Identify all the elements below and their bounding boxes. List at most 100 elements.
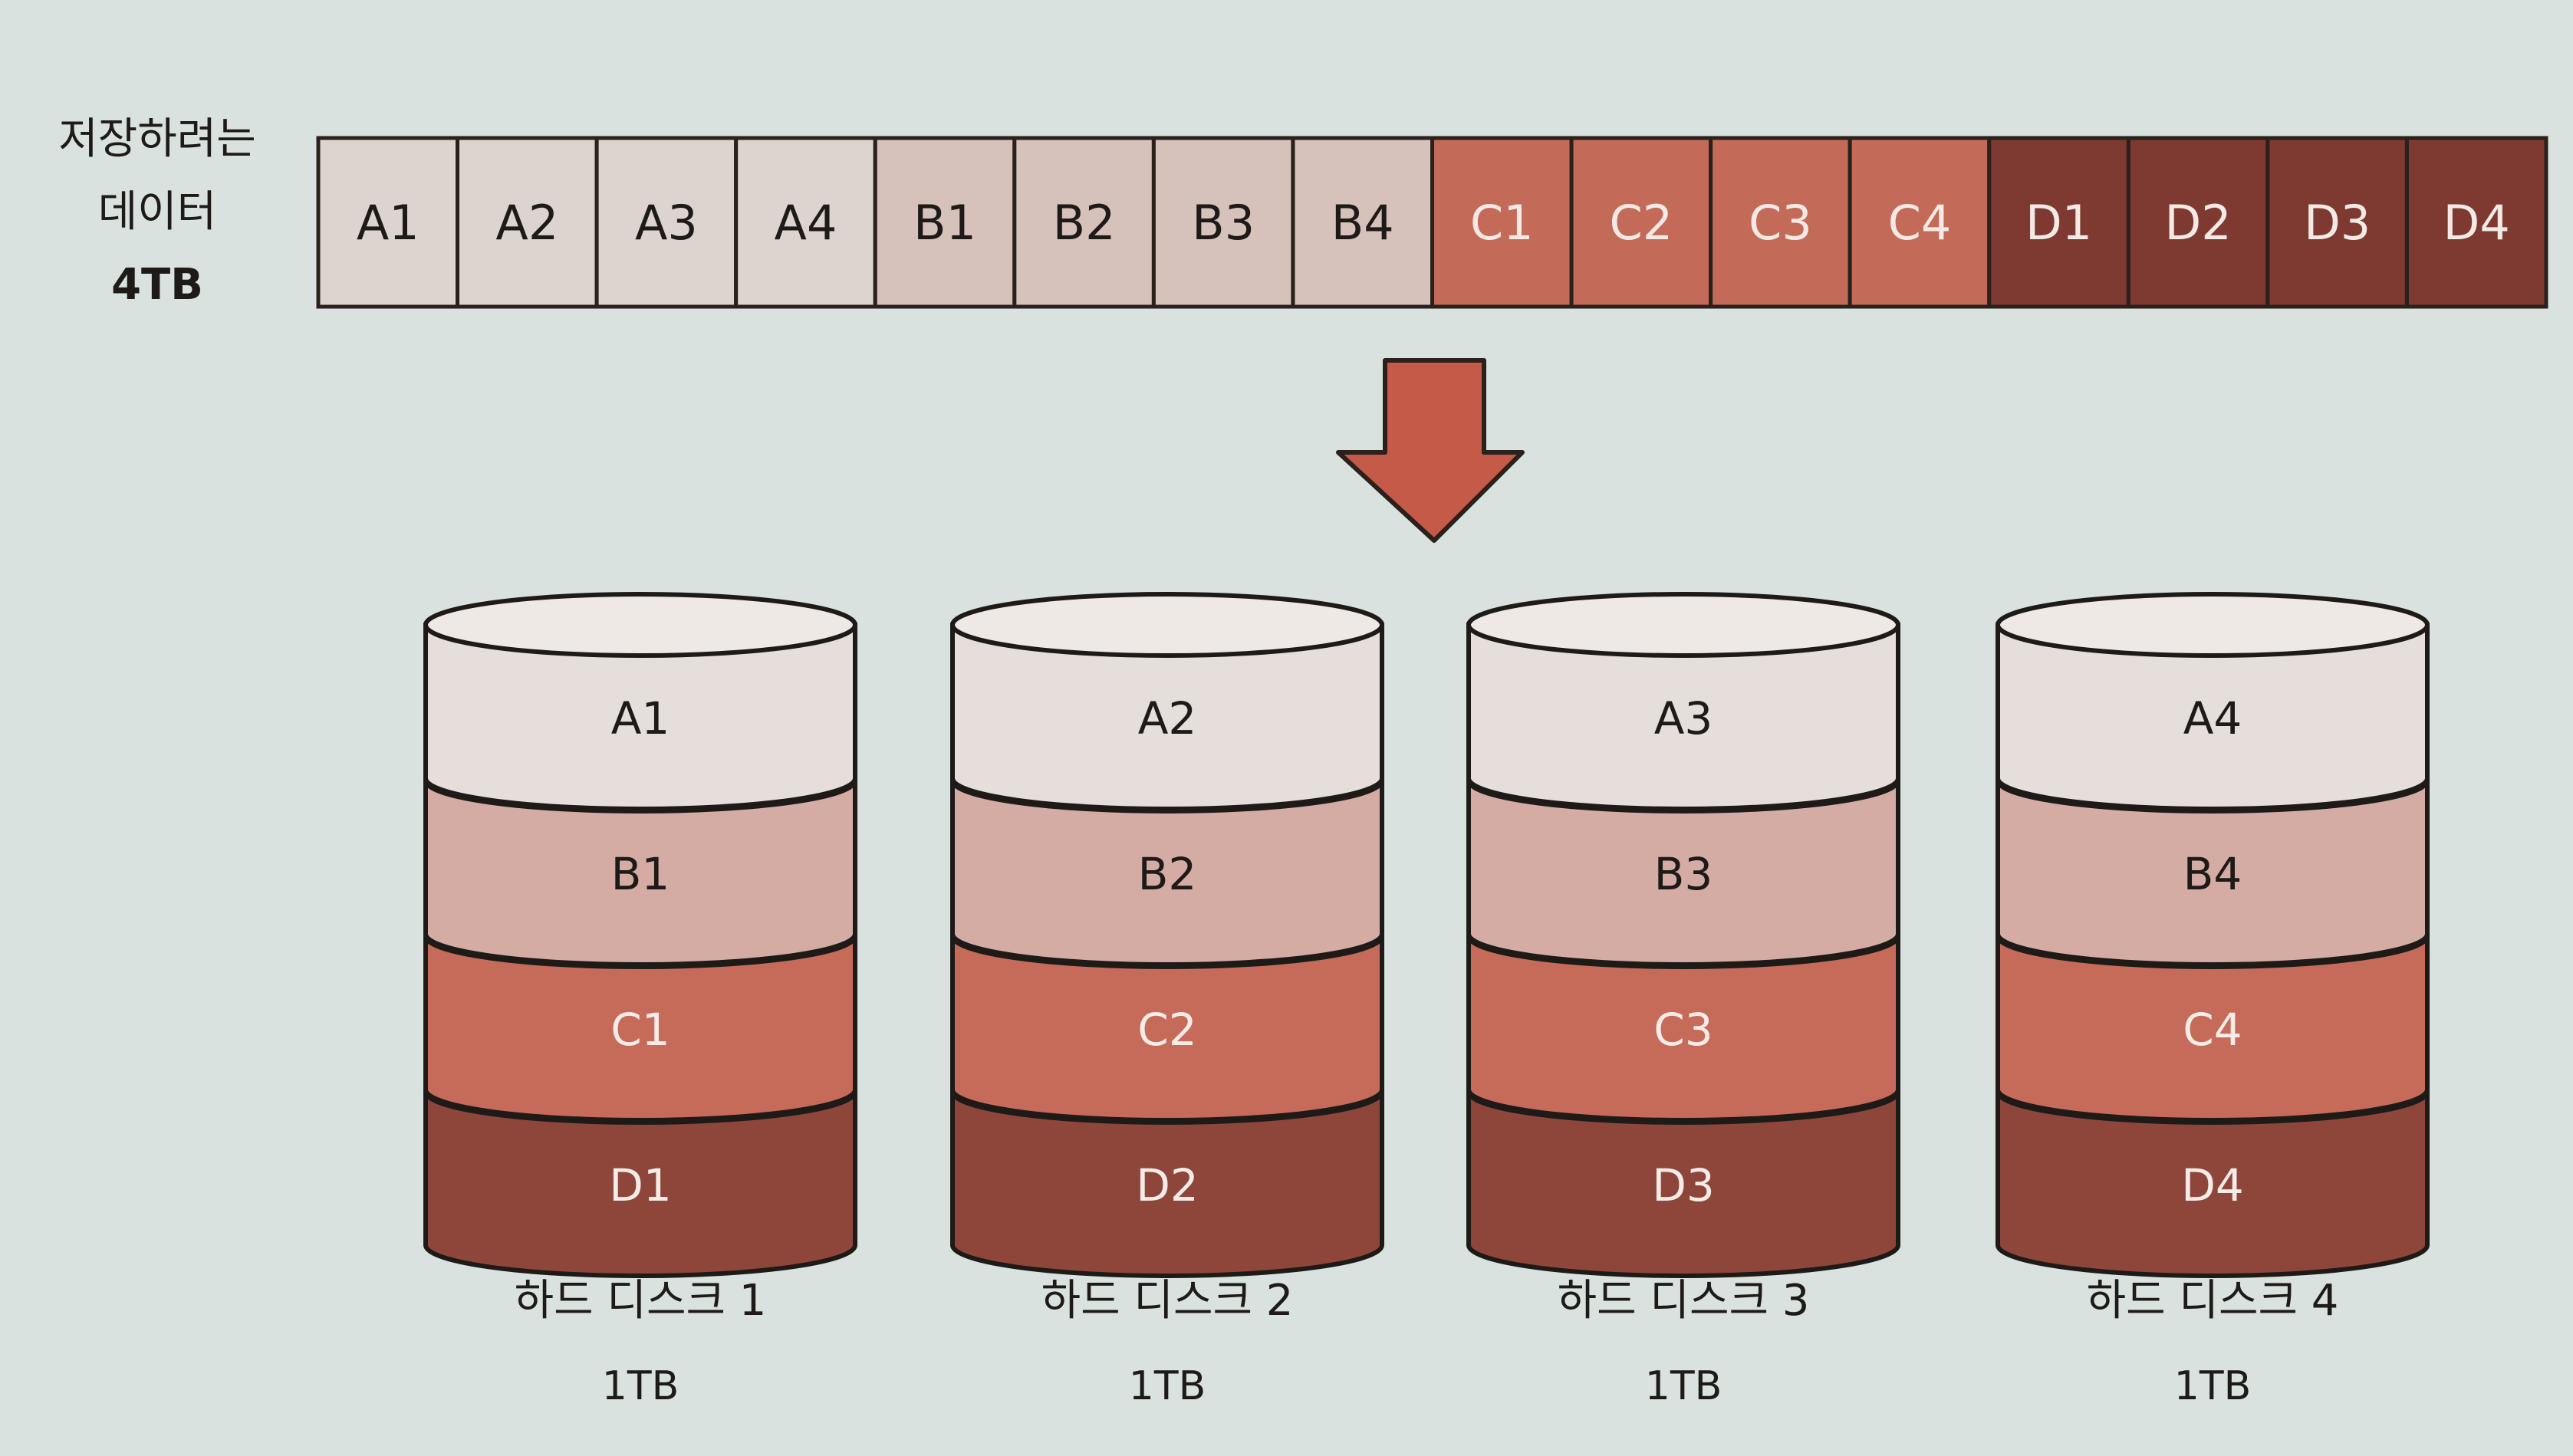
data-block-cell	[2126, 136, 2270, 309]
data-block-cell	[2404, 136, 2548, 309]
disk-layer-A3: A3	[1466, 592, 1900, 811]
disk-layer-side	[950, 778, 1384, 967]
disk-layer-side	[1996, 778, 2430, 967]
data-block-C1: C1	[1430, 136, 1574, 309]
data-block-cell	[316, 136, 460, 309]
disk-size: 1TB	[2174, 1363, 2252, 1409]
disk-layer-label: C4	[2183, 1004, 2242, 1056]
disk-layer-side	[950, 623, 1384, 811]
down-arrow-icon	[1336, 358, 1525, 543]
data-block-cell	[1847, 136, 1992, 309]
disk-size: 1TB	[1645, 1363, 1722, 1409]
disk-layer-side	[950, 934, 1384, 1122]
disk-name: 하드 디스크 1	[515, 1276, 767, 1326]
disk-layer-label: B3	[1654, 848, 1713, 900]
data-block-A3: A3	[594, 136, 739, 309]
data-block-C4: C4	[1847, 136, 1992, 309]
disk-layer-label: B1	[611, 848, 670, 900]
disk-layer-side	[1996, 623, 2430, 811]
data-block-C3: C3	[1709, 136, 1852, 309]
disk-name: 하드 디스크 4	[2087, 1276, 2339, 1326]
disk-layer-label: D1	[609, 1159, 672, 1211]
data-block-B3: B3	[1151, 136, 1295, 309]
data-block-B2: B2	[1012, 136, 1156, 309]
disk-layer-label: A4	[2183, 692, 2242, 744]
data-block-label: B4	[1331, 195, 1394, 251]
disk-layer-A4: A4	[1996, 592, 2430, 811]
data-block-D4: D4	[2404, 136, 2548, 309]
disk-layer-side	[423, 778, 857, 967]
data-block-label: B3	[1192, 195, 1255, 251]
source-label-line-1: 저장하려는	[58, 114, 256, 164]
data-block-label: A2	[495, 195, 558, 251]
data-block-cell	[1291, 136, 1434, 309]
disk-name: 하드 디스크 3	[1558, 1276, 1810, 1326]
data-block-label: A1	[357, 195, 420, 251]
disk-layer-A1: A1	[423, 592, 857, 811]
disk-layer-A2: A2	[950, 592, 1384, 811]
disk-layer-label: A1	[611, 692, 670, 744]
data-block-cell	[456, 136, 599, 309]
disk-layer-top	[950, 592, 1384, 658]
disk-layer-top	[1466, 592, 1900, 658]
source-data-label: 저장하려는 데이터 4TB	[58, 114, 256, 310]
disk-layer-side	[1466, 778, 1900, 967]
data-block-cell	[873, 136, 1017, 309]
source-label-line-3: 4TB	[111, 260, 203, 310]
data-block-label: C4	[1888, 195, 1952, 251]
disk-layer-side	[423, 934, 857, 1122]
data-block-label: C2	[1609, 195, 1673, 251]
data-block-cell	[1151, 136, 1295, 309]
disk-layer-label: D2	[1136, 1159, 1199, 1211]
disk-layer-label: C3	[1653, 1004, 1713, 1056]
data-block-label: D2	[2165, 195, 2232, 251]
hard-disk-1: D1 C1 B1 A1 하드 디스크 1 1TB	[423, 592, 857, 1409]
disk-layer-side	[1466, 1090, 1900, 1278]
data-block-A1: A1	[316, 136, 460, 309]
disk-layer-side	[950, 1090, 1384, 1278]
data-block-label: B1	[913, 195, 976, 251]
disk-layer-label: D4	[2181, 1159, 2244, 1211]
disk-layer-top	[1996, 592, 2430, 658]
disk-layer-top	[423, 592, 857, 658]
data-block-label: B2	[1053, 195, 1116, 251]
disk-layer-side	[1466, 934, 1900, 1122]
data-block-label: C3	[1749, 195, 1812, 251]
data-block-B4: B4	[1291, 136, 1434, 309]
data-block-label: C1	[1470, 195, 1534, 251]
data-block-cell	[1569, 136, 1713, 309]
data-block-label: D3	[2304, 195, 2371, 251]
disk-layer-side	[1996, 1090, 2430, 1278]
disk-layer-label: C2	[1137, 1004, 1196, 1056]
data-block-D3: D3	[2265, 136, 2409, 309]
data-block-label: A3	[635, 195, 698, 251]
data-block-D2: D2	[2126, 136, 2270, 309]
data-block-cell	[1987, 136, 2130, 309]
data-block-label: D1	[2025, 195, 2092, 251]
disk-layer-label: A3	[1654, 692, 1713, 744]
data-block-cell	[1012, 136, 1156, 309]
data-block-A4: A4	[734, 136, 877, 309]
disk-layer-side	[1996, 934, 2430, 1122]
data-block-label: A4	[775, 195, 837, 251]
data-block-C2: C2	[1569, 136, 1713, 309]
disk-name: 하드 디스크 2	[1041, 1276, 1294, 1326]
disk-layer-label: B4	[2183, 848, 2242, 900]
data-block-cell	[594, 136, 739, 309]
disk-size: 1TB	[602, 1363, 679, 1409]
source-label-line-2: 데이터	[98, 187, 217, 237]
disk-layer-label: A2	[1138, 692, 1197, 744]
disk-size: 1TB	[1129, 1363, 1206, 1409]
data-block-strip: A1 A2 A3 A4 B1 B2 B3 B4 C1 C2 C3 C4 D1 D2 D3 D4	[316, 136, 2548, 309]
data-block-label: D4	[2443, 195, 2510, 251]
data-block-cell	[1430, 136, 1574, 309]
hard-disk-4: D4 C4 B4 A4 하드 디스크 4 1TB	[1996, 592, 2430, 1409]
disk-layer-label: C1	[610, 1004, 670, 1056]
disk-layer-side	[423, 623, 857, 811]
data-block-A2: A2	[456, 136, 599, 309]
data-block-B1: B1	[873, 136, 1017, 309]
